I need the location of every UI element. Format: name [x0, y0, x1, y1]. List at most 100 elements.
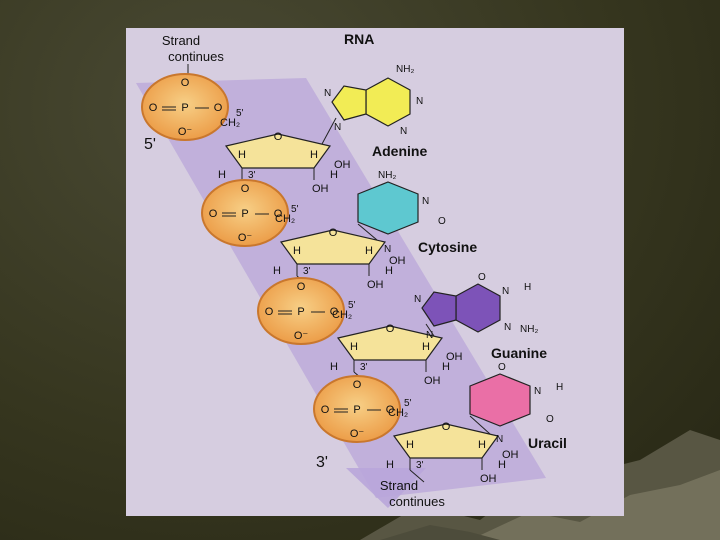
ribose-sugar	[224, 133, 332, 169]
phosphate-p: P	[241, 208, 248, 220]
base-ring-five	[421, 291, 457, 327]
phosphate-o-left: O	[209, 208, 218, 220]
phosphate-o-bottom: O⁻	[350, 428, 365, 440]
strand-bottom-label-line1: Strand	[380, 478, 418, 493]
phosphate-o-right: O	[274, 208, 283, 220]
phosphate-o-bottom: O⁻	[238, 232, 253, 244]
sugar-h: H	[330, 169, 338, 181]
base-ring-six	[357, 181, 419, 235]
ribose-sugar	[392, 423, 500, 459]
base-atom: NH₂	[520, 324, 538, 335]
sugar-h: H	[293, 245, 301, 257]
sugar-oh: OH	[334, 159, 351, 171]
base-atom: N	[416, 96, 423, 107]
base-atom: NH₂	[396, 64, 414, 75]
sugar-h: H	[385, 265, 393, 277]
sugar-ring-o: O	[442, 421, 451, 433]
sugar-oh: OH	[446, 351, 463, 363]
base-label-cytosine: Cytosine	[418, 239, 477, 255]
backbone-arrowhead	[346, 468, 426, 508]
phosphate-o-left: O	[149, 102, 158, 114]
phosphate-o-right: O	[214, 102, 223, 114]
sugar-3-prime: 3'	[248, 170, 256, 181]
sugar-h: H	[310, 149, 318, 161]
sugar-3-prime: 3'	[303, 266, 311, 277]
sugar-h: H	[218, 169, 226, 181]
base-ring-six	[455, 283, 501, 333]
glycosidic-bond	[469, 415, 491, 435]
sugar-h: H	[238, 149, 246, 161]
base-atom: N	[502, 286, 509, 297]
sugar-oh: OH	[367, 279, 384, 291]
sugar-h: H	[498, 459, 506, 471]
sugar-h: H	[386, 459, 394, 471]
sugar-ring-o: O	[386, 323, 395, 335]
phosphate-p: P	[353, 404, 360, 416]
base-atom: O	[546, 414, 554, 425]
glycosidic-bond	[357, 223, 378, 241]
phosphate-p: P	[181, 102, 188, 114]
phosphate-o-left: O	[265, 306, 274, 318]
glycosidic-bond	[321, 117, 337, 145]
phosphate-o-right: O	[386, 404, 395, 416]
ribose-sugar	[279, 229, 387, 265]
base-atom: NH₂	[378, 170, 396, 181]
sugar-ring-o: O	[329, 227, 338, 239]
sugar-h: H	[422, 341, 430, 353]
three-prime-end-label: 3'	[316, 454, 328, 471]
base-ring-six	[469, 373, 531, 427]
sugar-ch2: CH₂	[388, 407, 408, 419]
glycosidic-bond	[425, 323, 435, 337]
base-atom: N	[496, 434, 503, 445]
sugar-5-prime: 5'	[348, 300, 356, 311]
base-atom: O	[478, 272, 486, 283]
ribose-sugar	[336, 325, 444, 361]
base-atom: N	[426, 330, 433, 341]
sugar-oh: OH	[424, 375, 441, 387]
phosphodiester-bond	[409, 469, 425, 483]
sugar-ch2: CH₂	[220, 117, 240, 129]
base-label-guanine: Guanine	[491, 345, 547, 361]
base-atom: N	[414, 294, 421, 305]
phosphate-p: P	[297, 306, 304, 318]
phosphate-o-top: O	[241, 183, 250, 195]
sugar-oh: OH	[502, 449, 519, 461]
strand-bottom-label-line2: continues	[389, 494, 445, 509]
sugar-5-prime: 5'	[404, 398, 412, 409]
sugar-ch2: CH₂	[332, 309, 352, 321]
phosphate-o-bottom: O⁻	[178, 126, 193, 138]
base-atom: N	[504, 322, 511, 333]
sugar-h: H	[442, 361, 450, 373]
base-atom: N	[324, 88, 331, 99]
strand-top-label-line2: continues	[168, 49, 224, 64]
base-atom: N	[400, 126, 407, 137]
phosphate-o-left: O	[321, 404, 330, 416]
base-atom: N	[384, 244, 391, 255]
sugar-oh: OH	[480, 473, 497, 485]
sugar-oh: OH	[312, 183, 329, 195]
phosphate-o-top: O	[181, 77, 190, 89]
base-label-uracil: Uracil	[528, 435, 567, 451]
base-atom: N	[534, 386, 541, 397]
sugar-h: H	[478, 439, 486, 451]
base-atom: H	[524, 282, 531, 293]
sugar-h: H	[406, 439, 414, 451]
phosphate-o-bottom: O⁻	[294, 330, 309, 342]
sugar-h: H	[365, 245, 373, 257]
sugar-3-prime: 3'	[416, 460, 424, 471]
strand-top-label-line1: Strand	[162, 33, 200, 48]
base-ring-six	[365, 77, 411, 127]
base-label-adenine: Adenine	[372, 143, 427, 159]
base-atom: O	[438, 216, 446, 227]
sugar-ring-o: O	[274, 131, 283, 143]
sugar-ch2: CH₂	[275, 213, 295, 225]
base-ring-five	[331, 85, 367, 121]
